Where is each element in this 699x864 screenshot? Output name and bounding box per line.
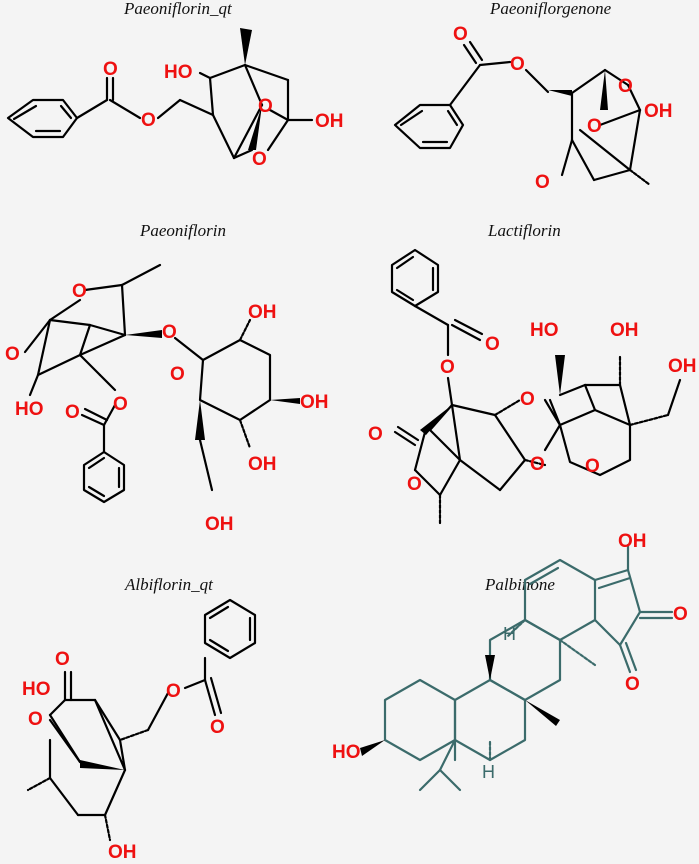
- panel-albiflorin-qt: Albiflorin_qt O O O HO O OH: [22, 575, 257, 863]
- atom-o: O: [65, 402, 80, 423]
- atom-o: O: [368, 424, 383, 445]
- atom-oh: OH: [315, 111, 344, 132]
- atom-oh: OH: [644, 101, 673, 122]
- title-paeoniflorin-qt: Paeoniflorin_qt: [123, 0, 233, 18]
- atom-o: O: [72, 281, 87, 302]
- atom-o: O: [618, 76, 633, 97]
- atom-oh: OH: [205, 514, 234, 535]
- atom-o: O: [166, 681, 181, 702]
- atom-o: O: [258, 96, 273, 117]
- atom-o: O: [625, 674, 640, 695]
- atom-o: O: [520, 389, 535, 410]
- atom-o: O: [5, 344, 20, 365]
- atom-o: O: [535, 172, 550, 193]
- atom-o: O: [162, 322, 177, 343]
- atom-oh: OH: [610, 320, 639, 341]
- title-paeoniflorgenone: Paeoniflorgenone: [489, 0, 612, 18]
- panel-lactiflorin: Lactiflorin O O O O: [368, 221, 697, 527]
- atom-o: O: [485, 334, 500, 355]
- atom-o: O: [170, 364, 185, 385]
- atom-oh: OH: [300, 392, 329, 413]
- atom-o: O: [673, 604, 688, 625]
- atom-h: H: [503, 624, 516, 644]
- atom-ho: HO: [22, 679, 51, 700]
- atom-oh: OH: [248, 454, 277, 475]
- atom-o: O: [407, 474, 422, 495]
- atom-o: O: [252, 149, 267, 170]
- atom-o: O: [28, 709, 43, 730]
- atom-ho: HO: [530, 320, 559, 341]
- atom-o: O: [530, 454, 545, 475]
- panel-paeoniflorin-qt: Paeoniflorin_qt O O HO O O OH: [6, 0, 344, 170]
- atom-o: O: [141, 110, 156, 131]
- atom-oh: OH: [618, 531, 647, 552]
- atom-o: O: [453, 24, 468, 45]
- atom-o: O: [210, 717, 225, 738]
- atom-oh: OH: [668, 356, 697, 377]
- panel-palbinone: Palbinone H H HO OH O O: [332, 531, 688, 792]
- atom-oh: OH: [248, 302, 277, 323]
- atom-ho: HO: [164, 62, 193, 83]
- panel-paeoniflorin: Paeoniflorin O O HO O O O O OH: [5, 221, 329, 535]
- atom-o: O: [585, 456, 600, 477]
- panel-paeoniflorgenone: Paeoniflorgenone O O O O OH O: [393, 0, 673, 193]
- atom-oh: OH: [108, 842, 137, 863]
- atom-ho: HO: [15, 399, 44, 420]
- atom-ho: HO: [332, 742, 361, 763]
- atom-o: O: [510, 54, 525, 75]
- atom-o: O: [113, 394, 128, 415]
- title-paeoniflorin: Paeoniflorin: [139, 221, 226, 240]
- title-lactiflorin: Lactiflorin: [487, 221, 561, 240]
- atom-o: O: [440, 357, 455, 378]
- title-albiflorin-qt: Albiflorin_qt: [124, 575, 214, 594]
- atom-o: O: [103, 59, 118, 80]
- atom-o: O: [55, 649, 70, 670]
- atom-o: O: [587, 116, 602, 137]
- title-palbinone: Palbinone: [484, 575, 555, 594]
- atom-h: H: [482, 762, 495, 782]
